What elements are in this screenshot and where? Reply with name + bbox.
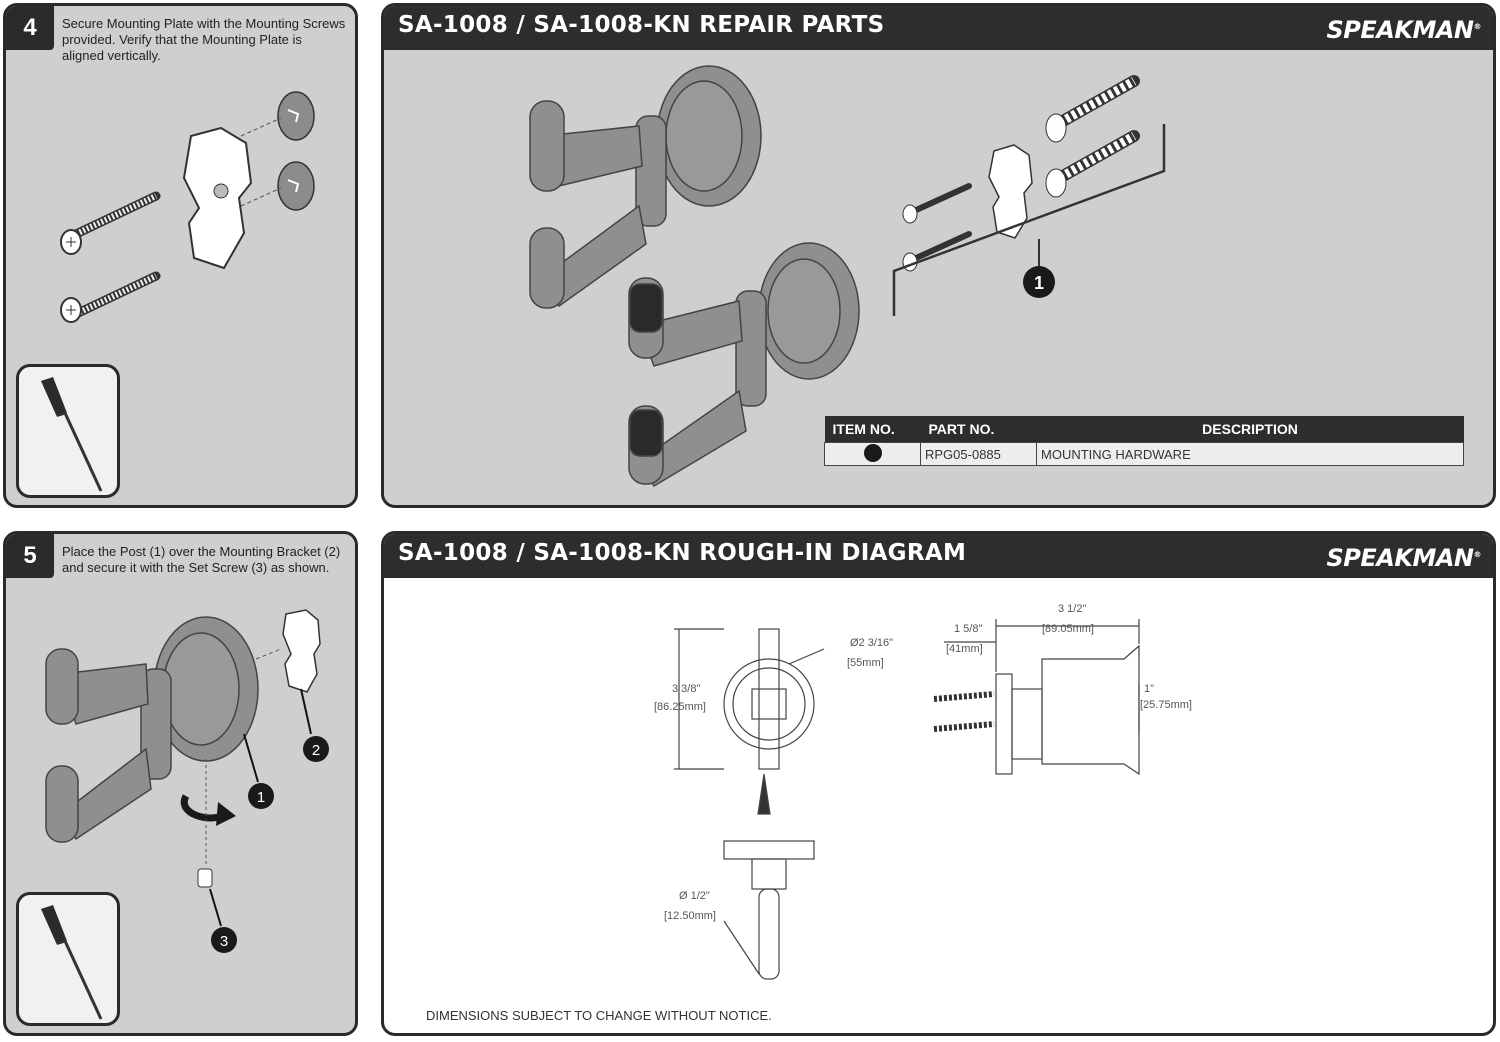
mounting-bracket-icon xyxy=(282,609,321,693)
front-view-drawing xyxy=(674,628,825,770)
step-4-number: 4 xyxy=(6,6,54,50)
callout-1-label: 1 xyxy=(1034,273,1044,293)
wall-anchor-icon xyxy=(277,91,315,211)
speakman-logo: SPEAKMAN® xyxy=(1326,544,1482,572)
screwdriver-icon xyxy=(41,377,103,492)
repair-parts-title: SA-1008 / SA-1008-KN REPAIR PARTS xyxy=(398,12,885,38)
callout-2-icon xyxy=(303,736,329,762)
set-screw-icon xyxy=(197,868,213,888)
part-description: MOUNTING HARDWARE xyxy=(1036,442,1464,466)
dim-post-diameter-mm: [12.50mm] xyxy=(664,910,716,922)
side-view-drawing xyxy=(933,619,1140,776)
dim-depth-mm: [41mm] xyxy=(946,643,983,655)
step-5-instructions: Place the Post (1) over the Mounting Bra… xyxy=(62,544,341,575)
svg-text:1: 1 xyxy=(257,789,265,806)
screwdriver-tool-box xyxy=(16,364,120,498)
dim-width: 1" xyxy=(1144,683,1154,695)
mounting-hardware-icon xyxy=(902,75,1140,272)
repair-parts-illustration: 1 xyxy=(529,65,1166,488)
dim-projection: 3 1/2" xyxy=(1058,603,1086,615)
repair-parts-header: SA-1008 / SA-1008-KN REPAIR PARTS SPEAKM… xyxy=(384,6,1493,50)
dimensions-disclaimer: DIMENSIONS SUBJECT TO CHANGE WITHOUT NOT… xyxy=(426,1008,772,1023)
dim-projection-mm: [89.05mm] xyxy=(1042,623,1094,635)
double-robe-hook-icon xyxy=(529,65,762,309)
dim-height: 3 3/8" xyxy=(672,683,700,695)
dim-plate-diameter: Ø2 3/16" xyxy=(850,637,893,649)
callout-3-icon xyxy=(211,927,237,953)
part-number: RPG05-0885 xyxy=(920,442,1037,466)
dim-depth: 1 5/8" xyxy=(954,623,982,635)
screwdriver-icon xyxy=(41,905,103,1020)
dim-post-diameter: Ø 1/2" xyxy=(679,890,710,902)
callout-1-icon xyxy=(248,783,274,809)
rough-in-header: SA-1008 / SA-1008-KN ROUGH-IN DIAGRAM SP… xyxy=(384,534,1493,578)
rough-in-drawing: Ø2 3/16" [55mm] 3 3/8" [86.25mm] 3 1/2" … xyxy=(654,603,1192,980)
parts-table-header: ITEM NO. PART NO. DESCRIPTION xyxy=(824,416,1464,443)
mounting-screw-icon xyxy=(60,191,161,323)
dim-width-mm: [25.75mm] xyxy=(1140,699,1192,711)
bottom-view-drawing xyxy=(723,773,815,980)
rough-in-title: SA-1008 / SA-1008-KN ROUGH-IN DIAGRAM xyxy=(398,540,967,566)
mounting-plate-icon xyxy=(182,126,253,270)
repair-parts-panel: SA-1008 / SA-1008-KN REPAIR PARTS SPEAKM… xyxy=(381,3,1496,508)
step-4-panel: 4 Secure Mounting Plate with the Mountin… xyxy=(3,3,358,508)
dim-height-mm: [86.25mm] xyxy=(654,701,706,713)
step-5-number: 5 xyxy=(6,534,54,578)
knurled-robe-hook-icon xyxy=(628,242,860,488)
step-4-illustration xyxy=(60,91,315,323)
robe-hook-post-icon xyxy=(45,616,259,843)
step-4-instructions: Secure Mounting Plate with the Mounting … xyxy=(62,16,346,63)
screwdriver-tool-box xyxy=(16,892,120,1026)
speakman-logo: SPEAKMAN® xyxy=(1326,16,1482,44)
step-5-panel: 5 Place the Post (1) over the Mounting B… xyxy=(3,531,358,1036)
step-5-illustration: 1 2 3 xyxy=(45,609,329,953)
callout-1-icon xyxy=(1023,266,1055,298)
svg-text:3: 3 xyxy=(220,933,228,950)
svg-text:2: 2 xyxy=(312,742,320,759)
table-row: RPG05-0885 MOUNTING HARDWARE xyxy=(824,442,1464,466)
dim-plate-diameter-mm: [55mm] xyxy=(847,657,884,669)
item-number-icon xyxy=(863,443,882,462)
rough-in-panel: SA-1008 / SA-1008-KN ROUGH-IN DIAGRAM SP… xyxy=(381,531,1496,1036)
parts-table: ITEM NO. PART NO. DESCRIPTION RPG05-0885… xyxy=(824,416,1464,466)
